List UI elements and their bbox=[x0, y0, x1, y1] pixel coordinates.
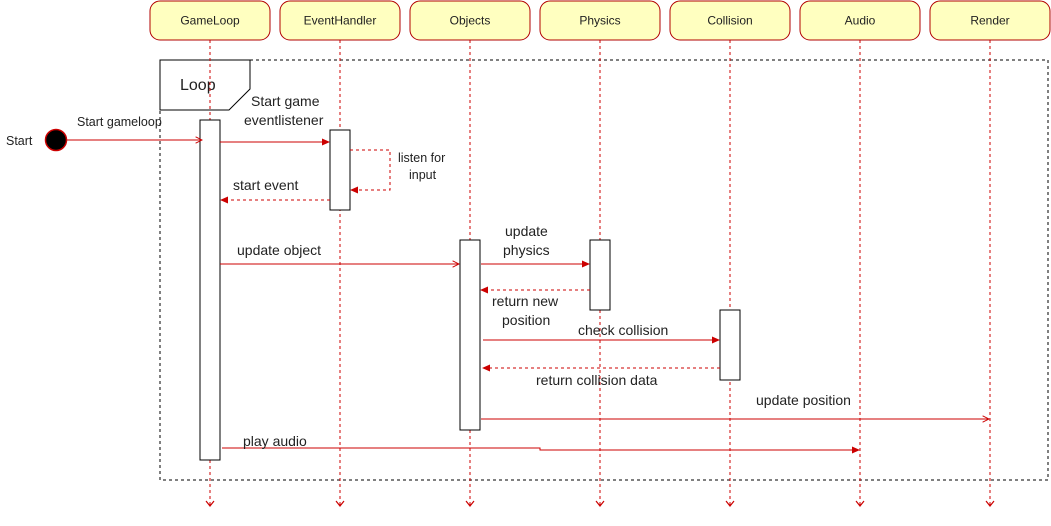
message-check-collision-label: check collision bbox=[578, 322, 668, 338]
participant-eventhandler-box bbox=[279, 0, 401, 41]
activation-collision[interactable] bbox=[719, 309, 741, 381]
activation-physics[interactable] bbox=[589, 239, 611, 311]
message-start-event[interactable]: start event bbox=[221, 177, 330, 200]
loop-frame-label: Loop bbox=[180, 77, 216, 94]
message-start-gameloop[interactable]: Start gameloop bbox=[67, 115, 202, 140]
message-return-new-position[interactable]: return new position bbox=[481, 290, 590, 328]
participant-headers: GameLoop EventHandler Objects Physics Co… bbox=[149, 0, 1051, 41]
message-return-new-position-label-line1: return new bbox=[492, 293, 559, 309]
participant-audio-label: Audio bbox=[845, 14, 876, 28]
activation-bars bbox=[199, 119, 741, 461]
loop-frame-label-box bbox=[159, 59, 251, 111]
activation-gameloop[interactable] bbox=[199, 119, 221, 461]
message-update-object-label: update object bbox=[237, 242, 321, 258]
message-update-physics-label-line1: update bbox=[505, 223, 548, 239]
loop-frame: Loop bbox=[159, 59, 1049, 481]
participant-objects[interactable]: Objects bbox=[409, 0, 531, 41]
message-start-game-eventlistener[interactable]: Start game eventlistener bbox=[220, 93, 329, 142]
participant-objects-label: Objects bbox=[450, 14, 491, 28]
start-node-label: Start bbox=[6, 134, 33, 148]
participant-audio-box bbox=[799, 0, 921, 41]
message-listen-for-input-arrow bbox=[350, 149, 391, 190]
activation-eventhandler[interactable] bbox=[329, 129, 351, 211]
start-node[interactable]: Start bbox=[6, 128, 68, 152]
message-listen-for-input-label-line2: input bbox=[409, 168, 437, 182]
participant-physics-label: Physics bbox=[579, 14, 620, 28]
message-update-object[interactable]: update object bbox=[220, 242, 459, 264]
message-listen-for-input-label-line1: listen for bbox=[398, 151, 445, 165]
message-return-collision-data[interactable]: return collision data bbox=[483, 368, 720, 388]
message-update-position-label: update position bbox=[756, 392, 851, 408]
activation-objects[interactable] bbox=[459, 239, 481, 431]
participant-eventhandler[interactable]: EventHandler bbox=[279, 0, 401, 41]
message-update-position[interactable]: update position bbox=[481, 392, 989, 419]
message-start-gameloop-label: Start gameloop bbox=[77, 115, 162, 129]
message-start-game-eventlistener-label-line2: eventlistener bbox=[244, 112, 324, 128]
message-start-game-eventlistener-label-line1: Start game bbox=[251, 93, 320, 109]
message-play-audio[interactable]: play audio bbox=[222, 433, 859, 450]
participant-gameloop[interactable]: GameLoop bbox=[149, 0, 271, 41]
participant-audio[interactable]: Audio bbox=[799, 0, 921, 41]
message-play-audio-arrow bbox=[222, 448, 859, 450]
participant-eventhandler-label: EventHandler bbox=[304, 14, 377, 28]
participant-render[interactable]: Render bbox=[929, 0, 1051, 41]
participant-gameloop-box bbox=[149, 0, 271, 41]
message-update-physics[interactable]: update physics bbox=[481, 223, 589, 264]
participant-render-label: Render bbox=[970, 14, 1009, 28]
message-play-audio-label: play audio bbox=[243, 433, 307, 449]
message-listen-for-input[interactable]: listen for input bbox=[350, 149, 445, 190]
start-node-circle bbox=[44, 128, 68, 152]
message-start-event-label: start event bbox=[233, 177, 298, 193]
participant-gameloop-label: GameLoop bbox=[180, 14, 240, 28]
participant-render-box bbox=[929, 0, 1051, 41]
message-check-collision[interactable]: check collision bbox=[483, 322, 719, 340]
participant-collision-box bbox=[669, 0, 791, 41]
participant-physics-box bbox=[539, 0, 661, 41]
participant-physics[interactable]: Physics bbox=[539, 0, 661, 41]
message-return-collision-data-label: return collision data bbox=[536, 372, 658, 388]
loop-frame-border bbox=[159, 59, 1049, 481]
message-update-physics-label-line2: physics bbox=[503, 242, 550, 258]
participant-collision-label: Collision bbox=[707, 14, 752, 28]
message-return-new-position-label-line2: position bbox=[502, 312, 550, 328]
participant-objects-box bbox=[409, 0, 531, 41]
messages: Start gameloop Start game eventlistener … bbox=[67, 93, 989, 450]
participant-collision[interactable]: Collision bbox=[669, 0, 791, 41]
